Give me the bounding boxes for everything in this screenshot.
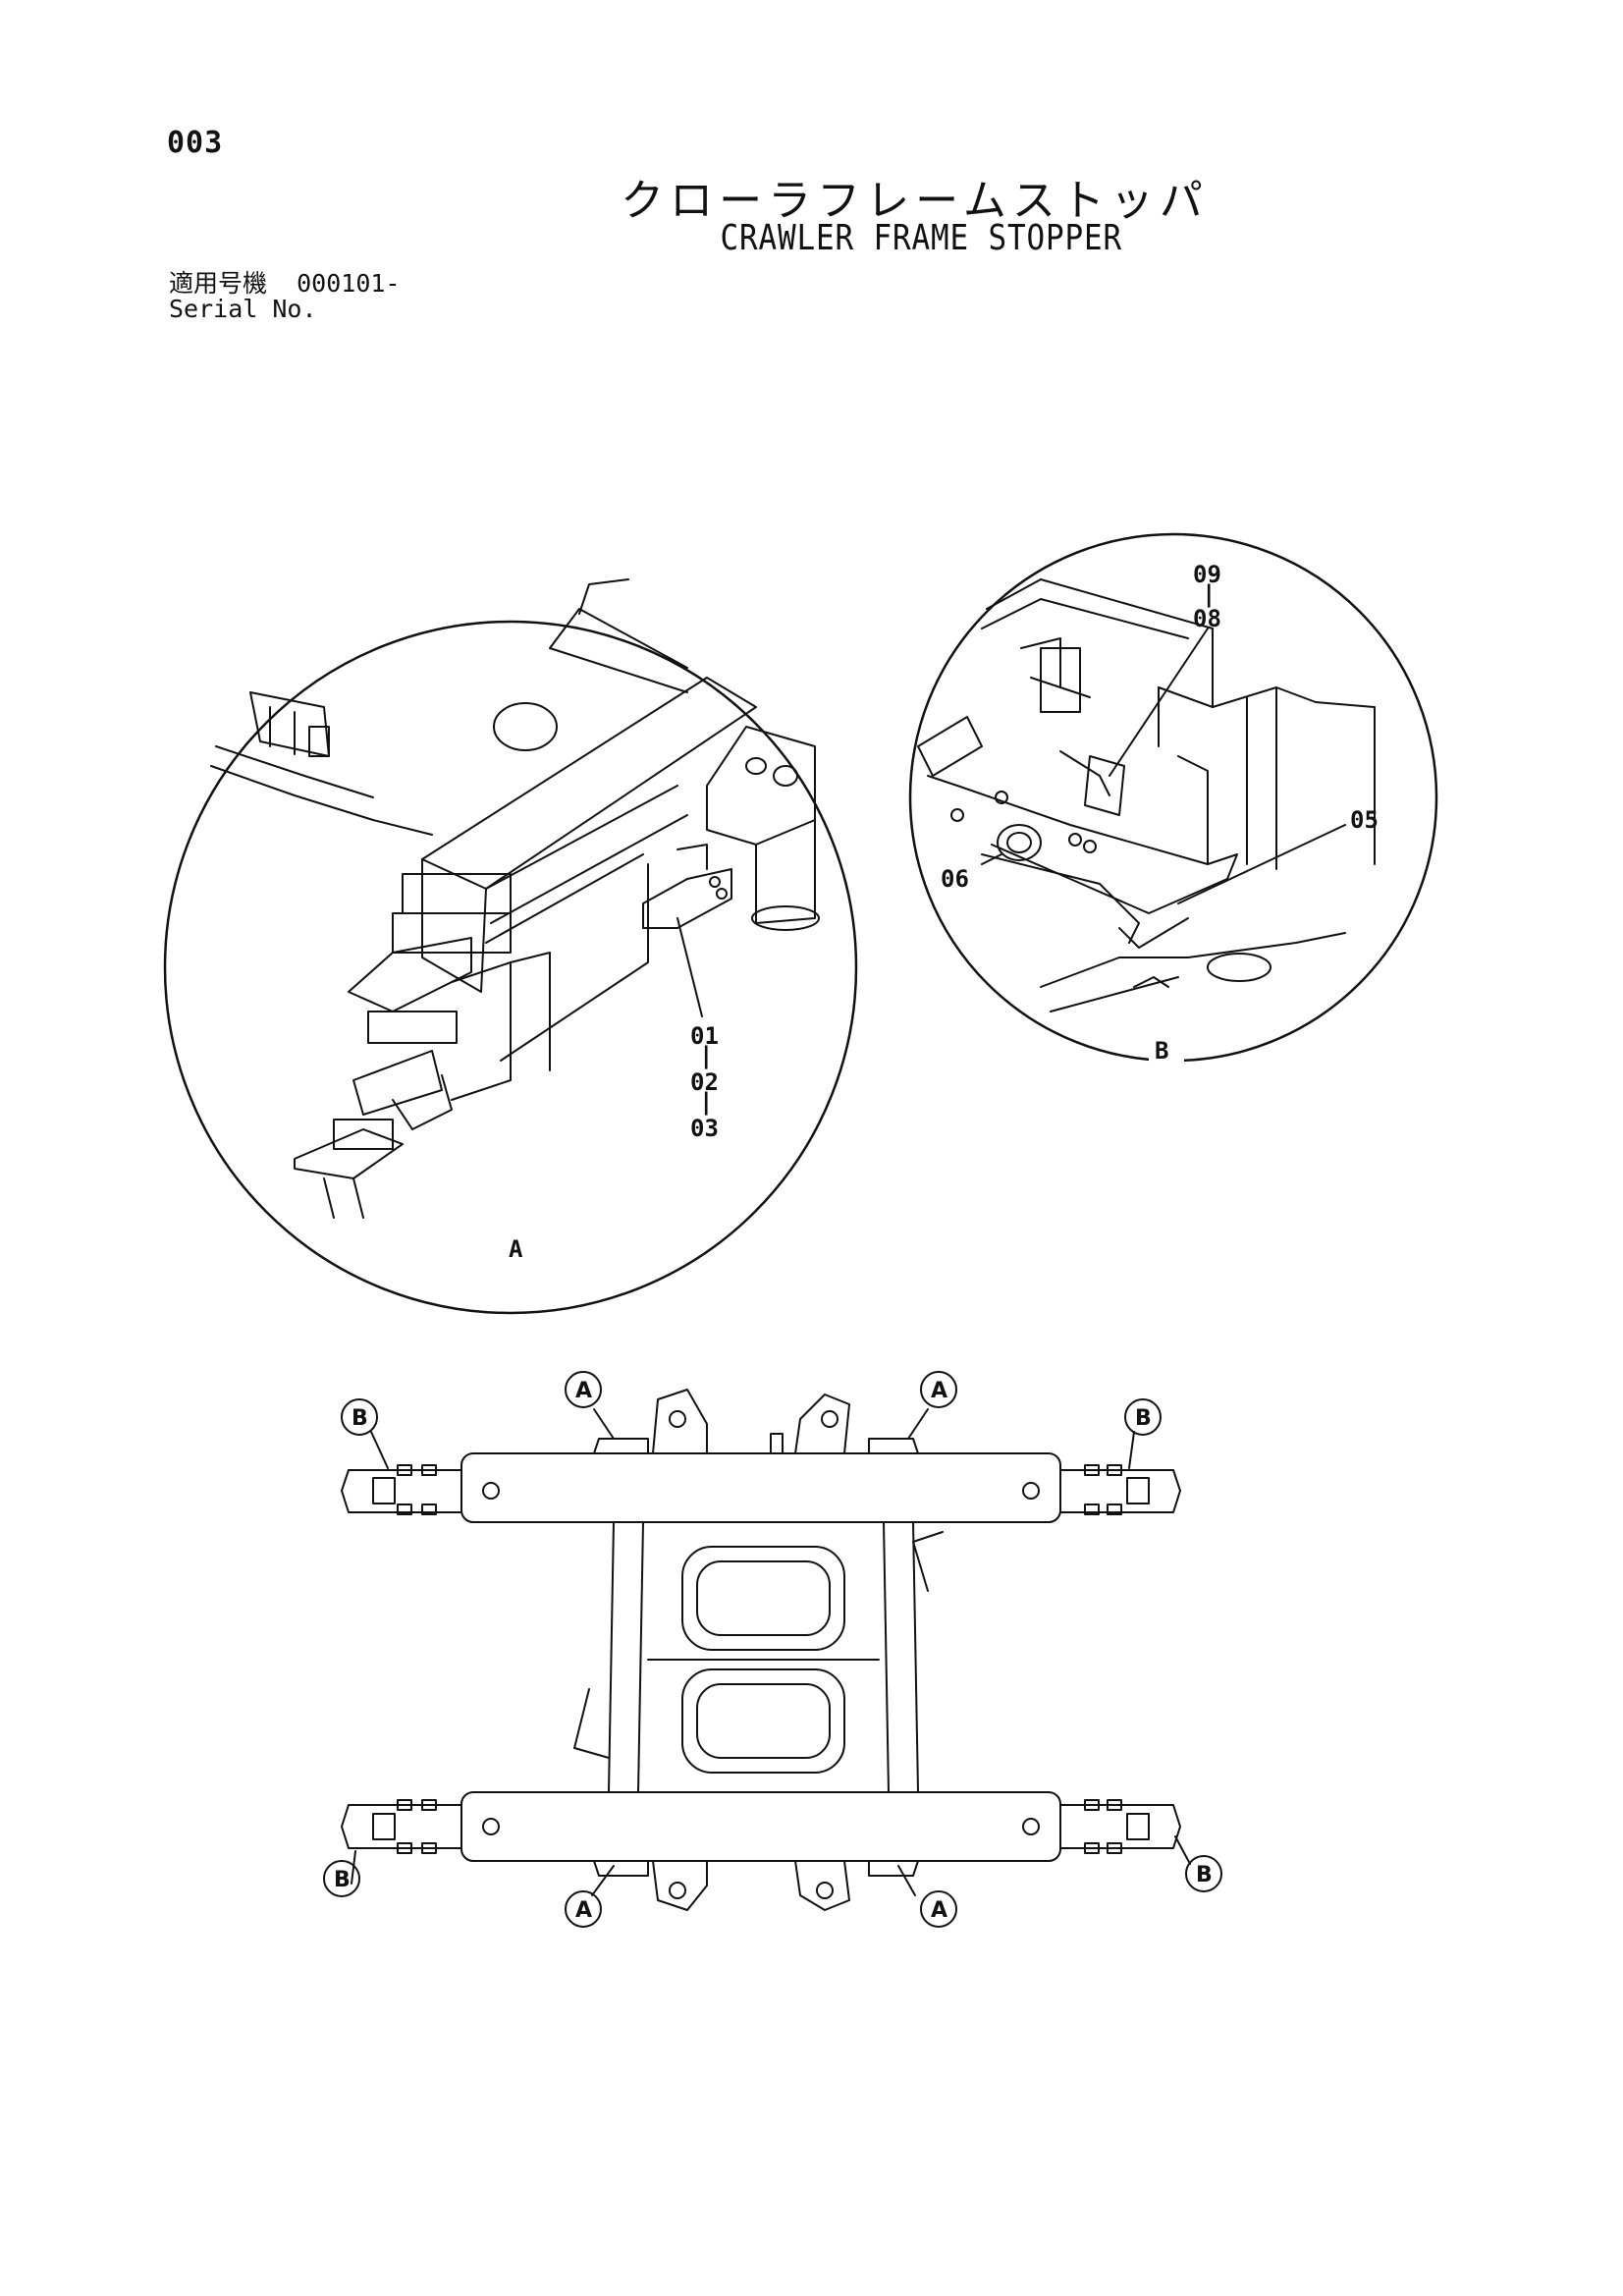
svg-text:|: | [1202, 580, 1216, 608]
marker-b-bottom-left: B [323, 1860, 360, 1897]
callout-01: 01 [690, 1022, 719, 1050]
svg-text:|: | [699, 1088, 713, 1116]
serial-label-japanese: 適用号機 [169, 269, 268, 298]
overview-frame [341, 1389, 1191, 1911]
svg-text:B: B [1135, 1406, 1152, 1431]
detail-a [163, 578, 858, 1315]
detail-b-callouts: 09 | 08 05 06 B [941, 561, 1379, 1065]
svg-text:A: A [575, 1379, 592, 1403]
marker-a-top-right: A [920, 1371, 957, 1408]
title-english: CRAWLER FRAME STOPPER [720, 218, 1123, 258]
callout-02: 02 [690, 1068, 719, 1096]
callout-09: 09 [1193, 561, 1221, 588]
callout-03: 03 [690, 1115, 719, 1142]
overview-markers: A A A A B B B B [323, 1371, 1222, 1928]
marker-b-top-right: B [1124, 1398, 1162, 1436]
marker-b-top-left: B [341, 1398, 378, 1436]
marker-a-bottom-left: A [565, 1890, 602, 1928]
serial-value: 000101- [297, 269, 401, 298]
center-opening-top [681, 1546, 845, 1651]
detail-a-callouts: 01 | 02 | 03 A [501, 1022, 719, 1263]
page-number: 003 [167, 126, 224, 160]
svg-text:B: B [1196, 1863, 1213, 1887]
svg-text:A: A [575, 1898, 592, 1923]
detail-a-circle [163, 620, 858, 1315]
top-track-frame [460, 1452, 1061, 1523]
svg-text:|: | [699, 1042, 713, 1069]
svg-text:A: A [931, 1898, 947, 1923]
callout-06: 06 [941, 865, 969, 893]
svg-text:B: B [352, 1406, 368, 1431]
callout-05: 05 [1350, 806, 1379, 834]
bottom-track-frame [460, 1791, 1061, 1862]
marker-a-top-left: A [565, 1371, 602, 1408]
detail-b-label: B [1155, 1037, 1168, 1065]
marker-b-bottom-right: B [1185, 1855, 1222, 1892]
title-japanese: クローラフレームストッパ [621, 176, 1209, 226]
svg-text:A: A [931, 1379, 947, 1403]
center-opening-bottom [681, 1668, 845, 1774]
detail-a-label: A [509, 1235, 523, 1263]
serial-label-english: Serial No. [169, 295, 317, 323]
callout-08: 08 [1193, 605, 1221, 632]
marker-a-bottom-right: A [920, 1890, 957, 1928]
svg-text:B: B [334, 1868, 351, 1892]
serial-block: 適用号機 000101- Serial No. [169, 271, 400, 322]
detail-b [908, 532, 1438, 1063]
